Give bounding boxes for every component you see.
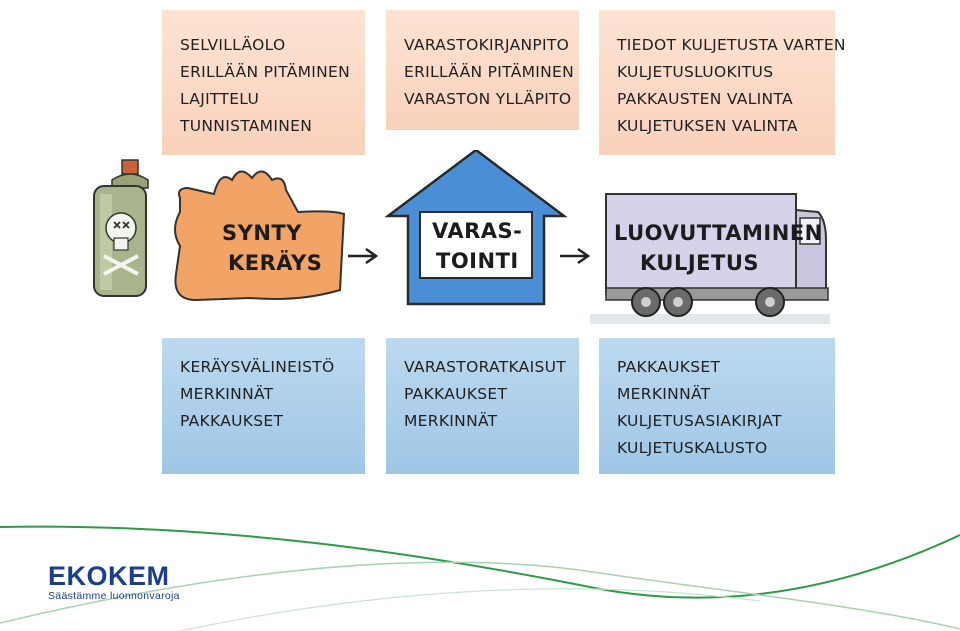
box-line: Keräysvälineistö [180, 358, 335, 376]
footer-waves [0, 525, 960, 631]
box-line: Varastoratkaisut [404, 358, 566, 376]
bottom-box-generation: Keräysvälineistö Merkinnät Pakkaukset [162, 338, 365, 474]
top-box-generation: Selvilläolo Erillään pitäminen Lajittelu… [162, 10, 365, 155]
glove-icon [174, 170, 346, 302]
box-line: Kuljetusasiakirjat [617, 412, 782, 430]
stage-label: Synty [222, 221, 302, 245]
box-line: Pakkausten valinta [617, 90, 793, 108]
ekokem-logo: EKOKEM Säästämme luonnonvaroja [48, 562, 180, 602]
box-line: Varaston ylläpito [404, 90, 572, 108]
box-line: Tunnistaminen [180, 117, 313, 135]
bottom-box-storage: Varastoratkaisut Pakkaukset Merkinnät [386, 338, 579, 474]
box-line: Kuljetuskalusto [617, 439, 768, 457]
box-line: Kuljetuksen valinta [617, 117, 798, 135]
arrow-right-icon [560, 247, 591, 265]
box-line: Pakkaukset [180, 412, 284, 430]
box-line: Merkinnät [180, 385, 274, 403]
stage-label: tointi [436, 249, 519, 273]
box-line: Pakkaukset [404, 385, 508, 403]
truck-icon [590, 193, 830, 324]
box-line: Selvilläolo [180, 36, 286, 54]
box-line: Merkinnät [617, 385, 711, 403]
box-line: Tiedot kuljetusta varten [617, 36, 846, 54]
box-line: Lajittelu [180, 90, 260, 108]
stage-label: Kuljetus [640, 251, 759, 275]
box-line: Kuljetusluokitus [617, 63, 774, 81]
box-line: Pakkaukset [617, 358, 721, 376]
bottom-box-transport: Pakkaukset Merkinnät Kuljetusasiakirjat … [599, 338, 835, 474]
logo-name: EKOKEM [48, 561, 170, 591]
stage-label: Varas- [432, 219, 522, 243]
stage-label: Luovuttaminen [614, 221, 823, 245]
stage-label: Keräys [228, 250, 322, 275]
box-line: Erillään pitäminen [404, 63, 575, 81]
box-line: Merkinnät [404, 412, 498, 430]
arrow-right-icon [348, 247, 379, 265]
top-box-storage: Varastokirjanpito Erillään pitäminen Var… [386, 10, 579, 130]
hazard-canister-icon [93, 159, 149, 297]
top-box-transport: Tiedot kuljetusta varten Kuljetusluokitu… [599, 10, 846, 155]
logo-slogan: Säästämme luonnonvaroja [48, 590, 180, 602]
box-line: Erillään pitäminen [180, 63, 351, 81]
box-line: Varastokirjanpito [404, 36, 570, 54]
process-illustration: Synty Keräys Varas- tointi Luovuttaminen… [93, 150, 830, 324]
